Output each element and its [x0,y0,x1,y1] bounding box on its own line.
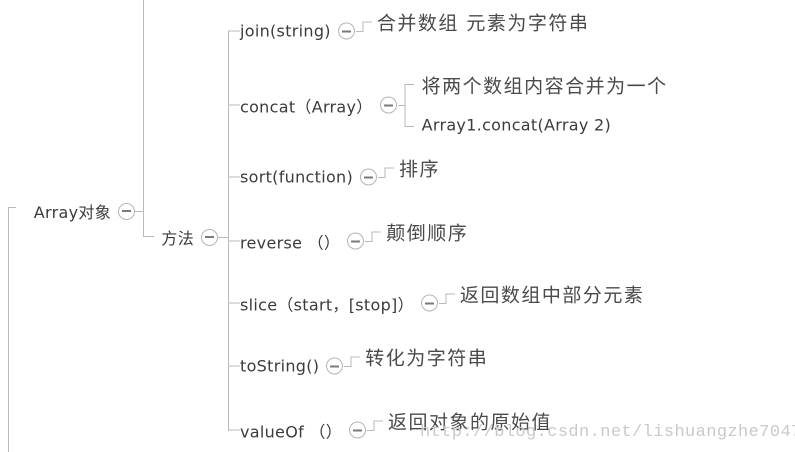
collapse-toggle-array-object[interactable] [118,202,135,220]
collapse-toggle-sort[interactable] [360,168,378,186]
node-desc-slice[interactable]: 返回数组中部分元素 [459,284,645,307]
connector-step [355,21,372,32]
row-concat: concat（Array） 将两个数组内容合并为一个 Array1.concat… [228,75,668,136]
collapse-toggle-valueof[interactable] [349,421,367,439]
row-root: Array对象 [34,199,143,223]
node-array-object[interactable]: Array对象 [33,203,111,222]
minus-icon [341,30,351,32]
minus-icon [330,365,340,367]
minus-icon [383,104,393,106]
minus-icon [205,236,214,238]
connector-stub [228,429,240,431]
connector-branch-corner [143,236,154,237]
row-sort: sort(function) 排序 [228,159,440,191]
connector-stub [228,176,240,178]
connector-root-left-vertical [8,207,9,452]
row-valueof: valueOf （） 返回对象的原始值 [228,412,552,444]
collapse-toggle-tostring[interactable] [326,357,344,375]
node-desc-valueof[interactable]: 返回对象的原始值 [388,411,553,434]
concat-desc-group: 将两个数组内容合并为一个 Array1.concat(Array 2) [422,75,668,136]
connector-step [378,167,395,178]
node-desc-join[interactable]: 合并数组 元素为字符串 [376,12,590,35]
connector-bracket [397,83,414,127]
node-desc-concat-2[interactable]: Array1.concat(Array 2) [421,115,612,135]
node-desc-sort[interactable]: 排序 [399,158,441,181]
connector-stub [228,240,240,242]
node-desc-tostring[interactable]: 转化为字符串 [365,347,489,370]
connector-stub [228,365,240,367]
connector-root-left-corner [8,207,16,208]
watermark-text: http://blog.csdn.net/lishuangzhe7047 [420,423,795,442]
connector-stub [135,210,143,212]
minus-icon [364,176,374,178]
connector-root-to-branch-vertical [143,0,144,237]
connector-stub [228,104,240,106]
connector-children-vertical [228,31,229,431]
connector-stub [228,30,240,32]
row-branch: 方法 [161,225,228,249]
connector-step [365,231,382,242]
node-sort[interactable]: sort(function) [240,167,354,187]
connector-stub [218,236,228,238]
collapse-toggle-slice[interactable] [420,294,438,312]
connector-step [438,293,455,304]
node-methods[interactable]: 方法 [161,229,194,248]
connector-stub [228,302,240,304]
collapse-toggle-reverse[interactable] [347,232,365,250]
minus-icon [122,210,131,212]
node-concat[interactable]: concat（Array） [240,97,373,116]
node-tostring[interactable]: toString() [240,356,320,376]
node-slice[interactable]: slice（start，[stop]） [240,295,414,314]
collapse-toggle-methods[interactable] [201,228,218,246]
node-desc-concat-1[interactable]: 将两个数组内容合并为一个 [421,75,668,98]
node-valueof[interactable]: valueOf （） [240,422,343,441]
node-join[interactable]: join(string) [240,21,331,41]
row-tostring: toString() 转化为字符串 [228,348,488,380]
node-desc-reverse[interactable]: 颠倒顺序 [386,222,469,245]
minus-icon [353,429,363,431]
row-slice: slice（start，[stop]） 返回数组中部分元素 [228,285,644,317]
row-join: join(string) 合并数组 元素为字符串 [228,13,589,45]
connector-step [367,420,384,431]
node-reverse[interactable]: reverse （） [240,233,341,252]
connector-step [344,356,361,367]
collapse-toggle-concat[interactable] [379,96,397,114]
minus-icon [424,302,434,304]
minus-icon [351,240,361,242]
row-reverse: reverse （） 颠倒顺序 [228,223,468,255]
collapse-toggle-join[interactable] [337,22,355,40]
